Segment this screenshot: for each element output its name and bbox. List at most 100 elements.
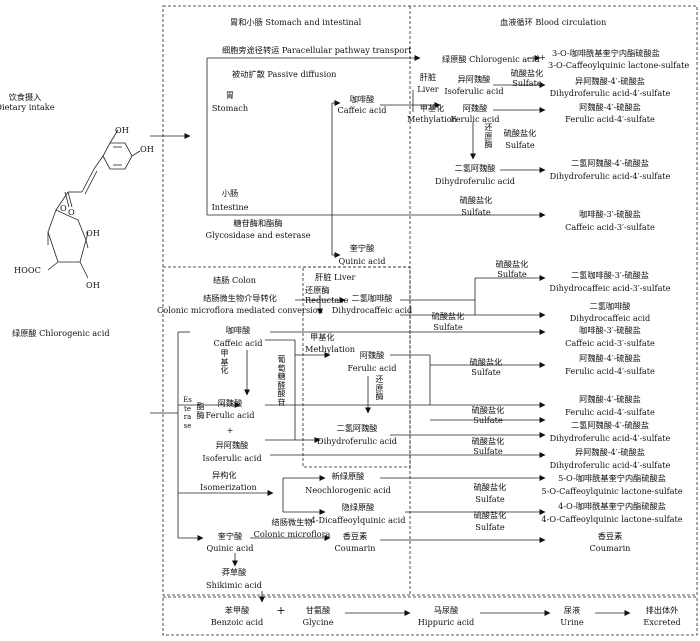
plus-sign: + [539,52,546,62]
sulfation-en: Sulfate [475,522,505,532]
benzoic-zh: 苯甲酸 [224,605,250,615]
sulfation-en: Sulfate [475,494,505,504]
colon-coumarin-en: Coumarin [334,543,376,553]
iso4-zh: 异阿魏酸-4′-硫酸盐 [575,447,645,457]
dhf-zh: 二氢阿魏酸 [454,163,496,173]
chlorogenic-acid-title: 绿原酸 Chlorogenic acid [12,328,110,338]
isoferulic-zh: 异阿魏酸 [457,74,491,84]
sulfation-zh: 硫酸盐化 [459,195,493,205]
caf3-zh: 咖啡酸-3′-硫酸盐 [579,325,641,335]
urine-zh: 尿液 [563,605,581,615]
molecule-oh-label: OH [86,228,100,238]
colon-title: 结肠 Colon [213,275,256,285]
dhc3-zh: 二氢咖啡酸-3′-硫酸盐 [570,270,650,280]
glycine-en: Glycine [302,617,334,627]
dhc-zh: 二氢咖啡酸 [351,293,393,303]
fer-sulfate-zh: 阿魏酸-4′-硫酸盐 [579,102,641,112]
methylation-zh: 甲基化 [419,103,445,113]
colon-caffeic-en: Caffeic acid [213,338,263,348]
sulfation-zh: 硫酸盐化 [431,311,465,321]
dietary-intake-en: Dietary intake [0,102,55,112]
lactone-en: 3-O-Caffeoylquinic lactone-sulfate [548,60,690,70]
stomach-intestinal-title: 胃和小肠 Stomach and intestinal [230,17,362,27]
reductase-vertical: 还原酶 [484,123,493,149]
colon-liver-methylation-zh: 甲基化 [310,332,335,342]
colon-dhf-en: Dihydroferulic acid [317,436,397,446]
neochlorogenic-zh: 新绿原酸 [331,471,365,481]
colon-ferulic-zh: 阿魏酸 [217,398,243,408]
crypto-en: 4-Dicaffeoylquinic acid [310,515,406,525]
sulfation-zh: 硫酸盐化 [473,482,507,492]
colon-ferulic2-zh: 阿魏酸 [359,350,385,360]
benzoic-en: Benzoic acid [210,617,264,627]
n5-en: 5-O-Caffeoylquinic lactone-sulfate [541,486,683,496]
hippuric-zh: 马尿酸 [433,605,459,615]
colon-reductase-en: Reductase [305,295,349,305]
dietary-intake-zh: 饮食摄入 [8,92,42,102]
quinic-acid-en: Quinic acid [338,256,386,266]
quinic-acid-zh: 奎宁酸 [349,243,375,253]
fer4b-zh: 阿魏酸-4′-硫酸盐 [579,394,641,404]
coumarin-right-en: Coumarin [589,543,631,553]
caffeic-acid-en: Caffeic acid [337,105,387,115]
colon-liver-methylation-en: Methylation [305,344,356,354]
dhf-en: Dihydroferulic acid [435,176,515,186]
colon-isoferulic-en: Isoferulic acid [202,453,262,463]
molecule-o-label: O [60,203,67,213]
sulfation-zh: 硫酸盐化 [471,405,505,415]
hippuric-en: Hippuric acid [417,617,475,627]
dhf-sulfate-en: Dihydroferulic acid-4′-sulfate [549,171,671,181]
colon-liver: 肝脏 Liver [315,272,356,282]
neochlorogenic-en: Neochlorogenic acid [305,485,391,495]
ferulic-en: Ferulic acid [450,114,500,124]
colon-plus: + [226,425,234,435]
glucuronide-vertical: 葡萄糖醛酸苷 [277,355,286,407]
sulfation-en: Sulfate [473,446,503,456]
glycine-zh: 甘氨酸 [305,605,331,615]
n4-en: 4-O-Caffeoylquinic lactone-sulfate [541,514,683,524]
iso-sulfate-en: Dihydroferulic acid-4′-sulfate [549,88,671,98]
colon-quinic-zh: 奎宁酸 [217,531,243,541]
sulfation-en: Sulfate [461,207,491,217]
paracellular-label: 细胞旁途径转运 Paracellular pathway transport [222,45,412,55]
sulfation-zh: 硫酸盐化 [473,510,507,520]
sulfation-zh: 硫酸盐化 [510,68,544,78]
liver-en: Liver [417,84,439,94]
caf-sulfate-en: Caffeic acid-3′-sulfate [565,222,655,232]
colon-quinic-en: Quinic acid [206,543,254,553]
liver-zh: 肝脏 [419,72,437,82]
shikimic-en: Shikimic acid [206,580,262,590]
dhf4-en: Dihydroferulic acid-4′-sulfate [549,433,671,443]
urine-en: Urine [560,617,584,627]
enzyme-zh: 糖苷酶和酯酶 [233,218,283,228]
dhc3-en: Dihydrocaffeic acid-3′-sulfate [549,283,671,293]
bottom-plus: + [276,604,286,617]
fer4-zh: 阿魏酸-4′-硫酸盐 [579,353,641,363]
dhf-sulfate-zh: 二氢阿魏酸-4′-硫酸盐 [570,158,650,168]
passive-diffusion-label: 被动扩散 Passive diffusion [232,69,337,79]
colon-coumarin-zh: 香豆素 [342,531,368,541]
colon-dhf-zh: 二氢阿魏酸 [336,423,378,433]
colon-caffeic-zh: 咖啡酸 [225,325,251,335]
dhc-en: Dihydrocaffeic acid [331,305,413,315]
fer4b-en: Ferulic acid-4′-sulfate [565,407,655,417]
n4-zh: 4-O-咖啡酰基奎宁内酯硫酸盐 [558,501,666,511]
microflora-en: Colonic microflora mediated conversion [157,305,323,315]
shikimic-zh: 莽草酸 [221,567,247,577]
caf-sulfate-zh: 咖啡酸-3′-硫酸盐 [579,209,641,219]
fer-sulfate-en: Ferulic acid-4′-sulfate [565,114,655,124]
dhc-right-en: Dihydrocaffeic acid [569,313,651,323]
isomerization-en: Isomerization [200,482,257,492]
sulfation-en: Sulfate [433,322,463,332]
colon-reductase-zh: 还原酶 [305,285,330,295]
colon-isoferulic-zh: 异阿魏酸 [215,440,249,450]
colonic-microflora-en: Colonic microflora [253,529,331,539]
dhf4-zh: 二氢阿魏酸-4′-硫酸盐 [570,420,650,430]
crypto-zh: 隐绿原酸 [341,502,375,512]
isoferulic-en: Isoferulic acid [444,86,504,96]
excreted-en: Excreted [643,617,681,627]
caf3-en: Caffeic acid-3′-sulfate [565,338,655,348]
colonic-microflora-zh: 结肠微生物 [271,517,313,527]
caffeic-acid-zh: 咖啡酸 [349,94,375,104]
sulfation-zh: 硫酸盐化 [471,436,505,446]
